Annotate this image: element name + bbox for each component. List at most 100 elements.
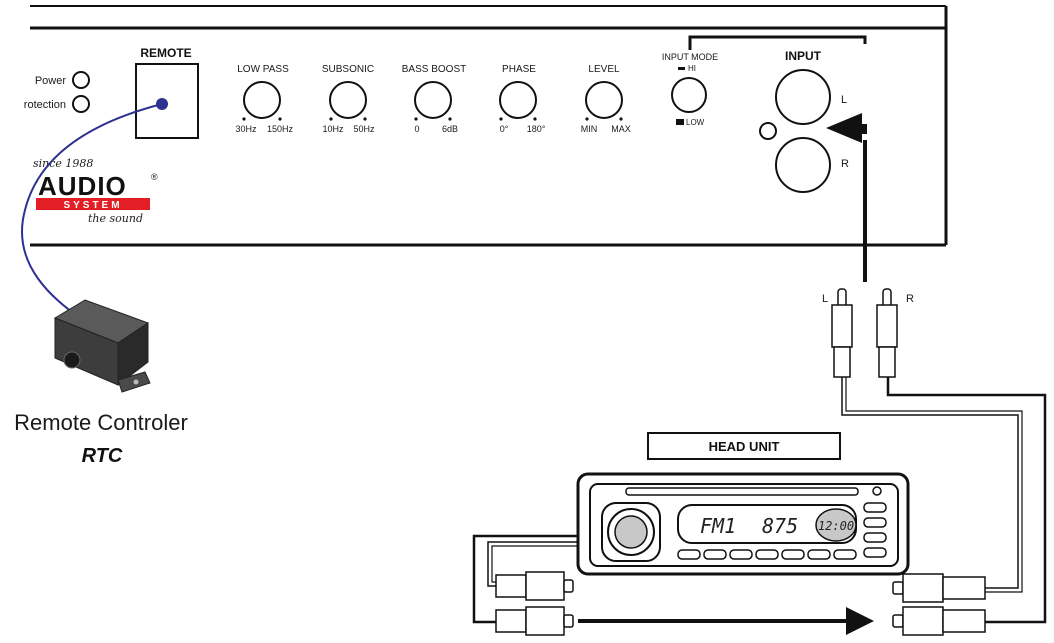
input-heading: INPUT [785, 49, 822, 63]
preset-button-4 [755, 549, 779, 560]
knob-low-pass-min-dot [242, 117, 246, 121]
knob-low-pass-label: LOW PASS [237, 64, 289, 75]
knob-subsonic-min: 10Hz [322, 124, 344, 134]
knob-bass-boost: BASS BOOST 0 6dB [402, 64, 466, 134]
side-button-2 [863, 517, 887, 528]
side-button-3 [863, 532, 887, 543]
power-led-icon [72, 71, 90, 89]
knob-subsonic: SUBSONIC 10Hz 50Hz [322, 64, 375, 134]
rca-plug-left-body [833, 346, 851, 378]
signal-corner [858, 124, 867, 134]
head-unit-title: HEAD UNIT [709, 439, 780, 454]
preset-button-7 [833, 549, 857, 560]
rca-in-1-collar [902, 573, 944, 603]
input-arrow-icon [826, 113, 862, 143]
input-right-socket-icon [775, 137, 831, 193]
preset-button-5 [781, 549, 805, 560]
cd-slot-icon [625, 487, 859, 496]
rca-out-1-tip [563, 579, 574, 593]
knob-bass-boost-max: 6dB [442, 124, 458, 134]
head-unit-out-cable-2 [472, 534, 578, 624]
knob-bass-boost-min: 0 [414, 124, 419, 134]
rca-out-2-body [495, 609, 527, 633]
knob-level-icon [585, 81, 623, 119]
audio-system-logo: since 1988 AUDIO ® SYSTEM the sound [33, 157, 158, 225]
knob-subsonic-label: SUBSONIC [322, 64, 374, 75]
remote-cable [21, 103, 163, 319]
knob-phase: PHASE 0° 180° [499, 64, 546, 134]
remote-port-jack-icon [156, 98, 168, 110]
knob-phase-icon [499, 81, 537, 119]
remote-controller-device [53, 299, 151, 393]
knob-phase-min-dot [499, 117, 503, 121]
rca-plug-right-collar [876, 304, 898, 348]
input-bracket [688, 35, 867, 50]
input-mode-label: INPUT MODE [662, 52, 718, 62]
amplifier-panel: Power rotection REMOTE LOW PASS 30Hz 150… [24, 5, 948, 247]
knob-phase-label: PHASE [502, 64, 536, 75]
cable-rca-in-1 [892, 573, 986, 603]
logo-brand-bottom: SYSTEM [63, 200, 122, 211]
display-frequency: 875 [762, 514, 798, 538]
knob-level-label: LEVEL [588, 64, 620, 75]
input-mode-low-icon [676, 119, 684, 125]
knob-low-pass-max-dot [278, 117, 282, 121]
remote-knob-icon [63, 351, 81, 369]
input-indicator-icon [759, 122, 777, 140]
preset-button-1 [677, 549, 701, 560]
head-unit-out-cable-1 [487, 541, 578, 587]
cable-left-channel-inner [845, 377, 1023, 593]
signal-flow-arrow-icon [846, 607, 874, 635]
knob-bass-boost-icon [414, 81, 452, 119]
preset-button-2 [703, 549, 727, 560]
logo-brand-top: AUDIO [38, 171, 127, 201]
side-button-1 [863, 502, 887, 513]
knob-low-pass-max: 150Hz [267, 124, 294, 134]
knob-level-min: MIN [581, 124, 598, 134]
knob-subsonic-max-dot [363, 117, 367, 121]
cable-left-channel [841, 377, 1019, 589]
protection-led-icon [72, 95, 90, 113]
input-mode-button-icon [671, 77, 707, 113]
rca-in-1-body [942, 576, 986, 600]
display-band: FM1 [700, 514, 736, 538]
knob-phase-max: 180° [527, 124, 546, 134]
knob-phase-max-dot [533, 117, 537, 121]
knob-subsonic-max: 50Hz [353, 124, 375, 134]
input-mode-hi: HI [688, 64, 696, 73]
knob-low-pass: LOW PASS 30Hz 150Hz [235, 64, 293, 134]
remote-device-title: Remote Controler [14, 410, 188, 435]
head-unit: FM1 875 12:00 [576, 472, 910, 576]
head-unit-rca-out-2 [495, 606, 574, 636]
logo-tagline: the sound [88, 212, 143, 225]
knob-subsonic-icon [329, 81, 367, 119]
remote-port-heading: REMOTE [140, 46, 191, 60]
remote-device-model: RTC [82, 445, 123, 467]
logo-red-band [36, 198, 150, 210]
knob-subsonic-min-dot [329, 117, 333, 121]
rca-out-1-collar [525, 571, 565, 601]
power-led-label: Power [35, 75, 67, 87]
input-sockets: INPUT L R [759, 49, 849, 193]
knob-low-pass-icon [243, 81, 281, 119]
input-mode-low: LOW [686, 118, 705, 127]
knob-level-max: MAX [611, 124, 631, 134]
display-clock: 12:00 [818, 519, 854, 533]
head-unit-out-cable-1-inner [491, 545, 578, 583]
input-left-socket-icon [775, 69, 831, 125]
eject-button-icon [872, 486, 882, 496]
input-left-label: L [841, 94, 847, 106]
knob-bass-boost-min-dot [414, 117, 418, 121]
rca-out-1-body [495, 574, 527, 598]
preset-button-3 [729, 549, 753, 560]
rca-plug-left-collar [831, 304, 853, 348]
rca-in-1-tip [892, 581, 904, 595]
remote-mount-hole-icon [133, 379, 139, 385]
rca-plug-right: R [876, 288, 914, 378]
head-unit-title-box [647, 432, 841, 460]
volume-knob-center-icon [614, 515, 648, 549]
rca-in-2-body [942, 609, 986, 633]
side-button-4 [863, 547, 887, 558]
rca-plug-right-body [878, 346, 896, 378]
